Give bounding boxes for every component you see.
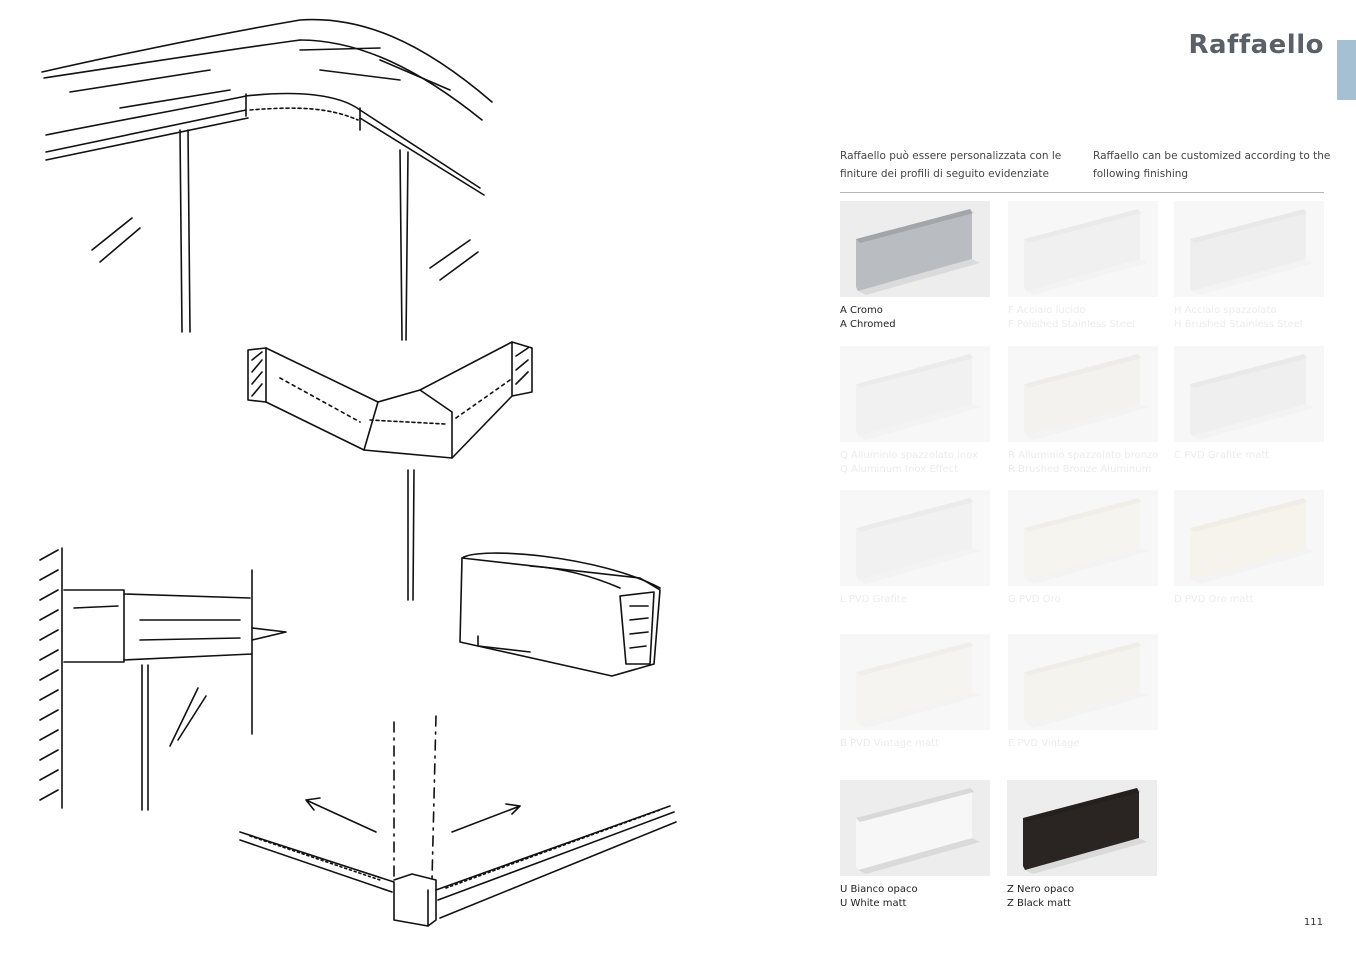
finish-sample-image xyxy=(1008,490,1158,586)
finish-name-italian: H Acciaio spazzolato xyxy=(1174,305,1277,316)
finish-bar-graphic xyxy=(1190,498,1306,580)
finish-sample-image xyxy=(1008,346,1158,442)
finish-bar-body xyxy=(856,498,972,580)
finish-name-italian: Q Alluminio spazzolato inox xyxy=(840,450,978,461)
finish-bar-shadow xyxy=(1025,838,1147,874)
technical-sketch xyxy=(39,18,677,927)
finish-name-english: Q Aluminum Inox Effect xyxy=(840,464,959,475)
finish-bar-body xyxy=(1024,498,1140,580)
finish-name-english: Z Black matt xyxy=(1007,898,1071,909)
finish-bar-graphic xyxy=(856,498,972,580)
finish-caption: A Cromo A Chromed xyxy=(840,304,1000,332)
finish-caption: B PVD Vintage matt xyxy=(840,737,1000,751)
finish-bar-body xyxy=(1023,788,1139,870)
finish-name-italian: C PVD Grafite matt xyxy=(1174,450,1270,461)
finish-caption: Z Nero opaco Z Black matt xyxy=(1007,883,1167,911)
finish-bar-body xyxy=(1190,498,1306,580)
finish-bar-body xyxy=(856,354,972,436)
finish-caption: E PVD Vintage xyxy=(1008,737,1168,751)
finish-sample-image xyxy=(1174,490,1324,586)
finish-bar-shadow xyxy=(858,259,980,295)
finish-caption: C PVD Grafite matt xyxy=(1174,449,1334,463)
finish-bar-graphic xyxy=(856,788,980,874)
finish-name-english: F Polished Stainless Steel xyxy=(1008,319,1135,330)
finish-sample-image xyxy=(840,634,990,730)
corner-connector-sketch xyxy=(247,341,533,601)
finish-bar-graphic xyxy=(856,209,980,295)
finish-sample-image xyxy=(1174,346,1324,442)
finish-bar-graphic xyxy=(856,642,972,724)
finish-caption: G PVD Oro xyxy=(1008,593,1168,607)
finish-bar-body xyxy=(1024,354,1140,436)
finish-caption: D PVD Oro matt xyxy=(1174,593,1334,607)
finish-sample-image xyxy=(840,780,990,876)
divider-line xyxy=(840,192,1324,193)
finish-bar-body xyxy=(856,642,972,724)
finish-bar-graphic xyxy=(1024,209,1140,291)
finish-bar-graphic xyxy=(1023,788,1147,874)
finish-sample-image xyxy=(1007,780,1157,876)
finish-bar-graphic xyxy=(1024,498,1140,580)
finish-bar-graphic xyxy=(1024,642,1140,724)
finish-bar-body xyxy=(1024,642,1140,724)
finish-bar-edge xyxy=(1023,788,1141,822)
finish-caption: L PVD Grafite xyxy=(840,593,1000,607)
finish-name-italian: E PVD Vintage xyxy=(1008,738,1080,749)
finish-bar-body xyxy=(1024,209,1140,291)
end-cap-sketch xyxy=(459,552,661,677)
finish-name-italian: D PVD Oro matt xyxy=(1174,594,1254,605)
finish-caption: Q Alluminio spazzolato inox Q Aluminum I… xyxy=(840,449,1000,477)
finish-sample-image xyxy=(840,490,990,586)
finish-sample-image xyxy=(840,346,990,442)
finish-bar-body xyxy=(856,209,972,291)
intro-text-italian: Raffaello può essere personalizzata con … xyxy=(840,150,1062,180)
finish-name-english: H Brushed Stainless Steel xyxy=(1174,319,1303,330)
finish-bar-graphic xyxy=(1190,209,1306,291)
curved-ceiling-rail-sketch xyxy=(41,18,493,341)
intro-text-english: Raffaello can be customized according to… xyxy=(1093,150,1331,180)
finish-name-english: U White matt xyxy=(840,898,907,909)
finish-bar-shadow xyxy=(858,838,980,874)
finish-bar-body xyxy=(1190,209,1306,291)
finish-name-italian: B PVD Vintage matt xyxy=(840,738,939,749)
finish-caption: H Acciaio spazzolato H Brushed Stainless… xyxy=(1174,304,1334,332)
page-number: 111 xyxy=(1303,917,1323,928)
finish-sample-image xyxy=(1008,634,1158,730)
finish-caption: U Bianco opaco U White matt xyxy=(840,883,1000,911)
finish-sample-image xyxy=(1174,201,1324,297)
finish-bar-body xyxy=(1190,354,1306,436)
floor-joint-sketch xyxy=(239,715,677,927)
finish-name-italian: F Acciaio lucido xyxy=(1008,305,1086,316)
finish-bar-graphic xyxy=(1024,354,1140,436)
finish-sample-image xyxy=(840,201,990,297)
wall-mount-sketch xyxy=(39,547,287,811)
finish-name-italian: U Bianco opaco xyxy=(840,884,918,895)
finish-bar-graphic xyxy=(1190,354,1306,436)
finish-name-italian: Z Nero opaco xyxy=(1007,884,1075,895)
finish-name-italian: L PVD Grafite xyxy=(840,594,907,605)
finish-name-italian: A Cromo xyxy=(840,305,883,316)
finish-bar-graphic xyxy=(856,354,972,436)
page-title: Raffaello xyxy=(1188,30,1324,60)
finish-name-english: A Chromed xyxy=(840,319,896,330)
finish-sample-image xyxy=(1008,201,1158,297)
finish-bar-edge xyxy=(856,788,974,822)
finish-name-italian: G PVD Oro xyxy=(1008,594,1061,605)
finish-caption: R Alluminio spazzolato bronzo R Brushed … xyxy=(1008,449,1168,477)
finish-bar-edge xyxy=(856,209,974,243)
finish-bar-body xyxy=(856,788,972,870)
section-tab-marker xyxy=(1337,40,1356,100)
finish-caption: F Acciaio lucido F Polished Stainless St… xyxy=(1008,304,1168,332)
finish-name-italian: R Alluminio spazzolato bronzo xyxy=(1008,450,1159,461)
finish-name-english: R Brushed Bronze Aluminum xyxy=(1008,464,1152,475)
